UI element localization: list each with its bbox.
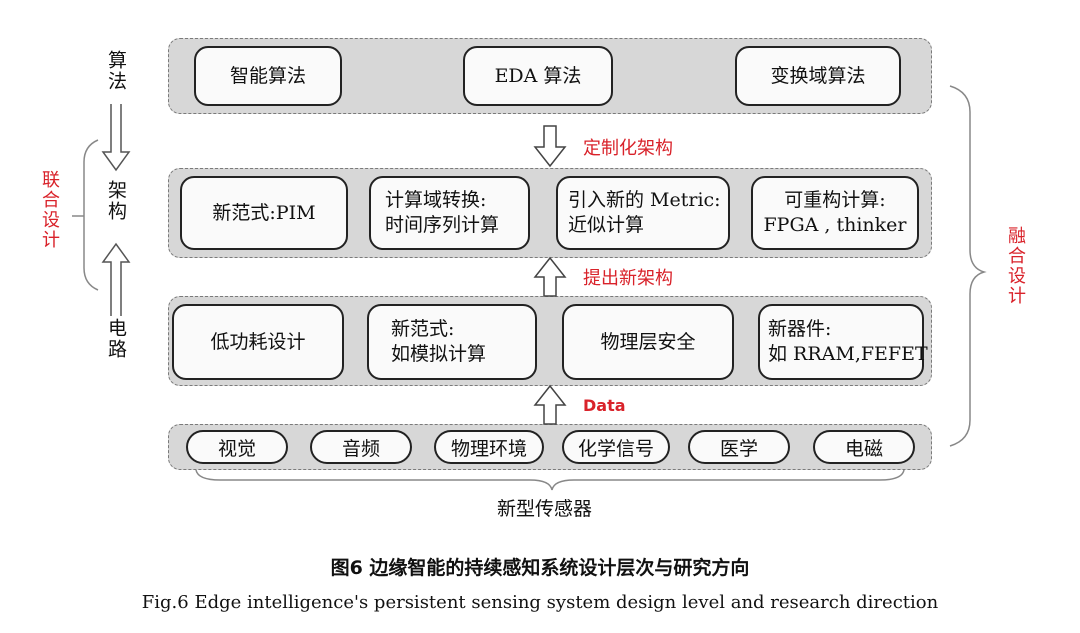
- arch-box-metric: 引入新的 Metric: 近似计算: [556, 176, 730, 250]
- circuit-box-analog: 新范式: 如模拟计算: [367, 304, 537, 380]
- circuit-box-label: 物理层安全: [600, 330, 696, 353]
- circuit-box-low-power: 低功耗设计: [172, 304, 344, 380]
- arch-box-label: 引入新的 Metric: 近似计算: [568, 189, 721, 236]
- sensor-pill-environment: 物理环境: [434, 430, 544, 464]
- circuit-box-physical-security: 物理层安全: [562, 304, 734, 380]
- arch-box-label: 计算域转换: 时间序列计算: [385, 189, 500, 236]
- double-arrow-up-icon: [101, 242, 131, 316]
- double-arrow-down-icon: [101, 104, 131, 172]
- caption-cn: 图6 边缘智能的持续感知系统设计层次与研究方向: [330, 557, 750, 579]
- sensor-layer: [168, 424, 932, 470]
- sensor-pill-medical: 医学: [688, 430, 790, 464]
- algo-box-label: 智能算法: [229, 64, 306, 87]
- circuit-box-label: 新器件: 如 RRAM,FEFET: [768, 318, 928, 365]
- sensor-label: 医学: [719, 437, 758, 460]
- sensor-label: 物理环境: [450, 437, 527, 460]
- sensor-label: 化学信号: [577, 437, 654, 460]
- right-label-fusion-design: 融合设计: [1005, 226, 1026, 306]
- joint-design-bracket: [83, 139, 99, 291]
- sensor-group-brace: [195, 469, 905, 491]
- arch-box-label: 可重构计算: FPGA , thinker: [763, 189, 907, 236]
- arch-box-pim: 新范式:PIM: [180, 176, 348, 250]
- sensor-pill-vision: 视觉: [186, 430, 288, 464]
- sensor-label: 电磁: [844, 437, 883, 460]
- sensor-group-label: 新型传感器: [497, 498, 593, 520]
- algo-box-label: EDA 算法: [494, 64, 582, 87]
- left-label-architecture: 架构: [105, 180, 127, 222]
- algo-box-eda: EDA 算法: [463, 46, 613, 106]
- left-label-joint-design: 联合设计: [39, 170, 60, 250]
- sensor-pill-audio: 音频: [310, 430, 412, 464]
- arch-box-reconfigurable: 可重构计算: FPGA , thinker: [751, 176, 919, 250]
- arrow-label-custom-arch: 定制化架构: [583, 138, 673, 159]
- left-label-algorithm: 算法: [105, 50, 127, 92]
- algo-box-label: 变换域算法: [770, 64, 866, 87]
- arch-box-time-series: 计算域转换: 时间序列计算: [369, 176, 530, 250]
- circuit-box-label: 新范式: 如模拟计算: [391, 318, 487, 365]
- circuit-box-new-devices: 新器件: 如 RRAM,FEFET: [758, 304, 928, 380]
- sensor-label: 视觉: [217, 437, 256, 460]
- arrow-up-icon: [533, 384, 567, 425]
- arrow-up-icon: [533, 256, 567, 297]
- fusion-design-brace: [949, 85, 987, 447]
- arrow-down-icon: [533, 125, 567, 168]
- arrow-label-data: Data: [583, 396, 626, 415]
- sensor-label: 音频: [341, 437, 380, 460]
- circuit-box-label: 低功耗设计: [210, 330, 306, 353]
- left-label-circuit: 电路: [105, 318, 127, 360]
- sensor-pill-chemical: 化学信号: [562, 430, 670, 464]
- arrow-label-propose-arch: 提出新架构: [583, 268, 673, 289]
- algo-box-transform: 变换域算法: [735, 46, 901, 106]
- algo-box-intelligent: 智能算法: [194, 46, 342, 106]
- caption-en: Fig.6 Edge intelligence's persistent sen…: [141, 592, 939, 613]
- sensor-pill-electromagnetic: 电磁: [813, 430, 915, 464]
- arch-box-label: 新范式:PIM: [212, 201, 316, 224]
